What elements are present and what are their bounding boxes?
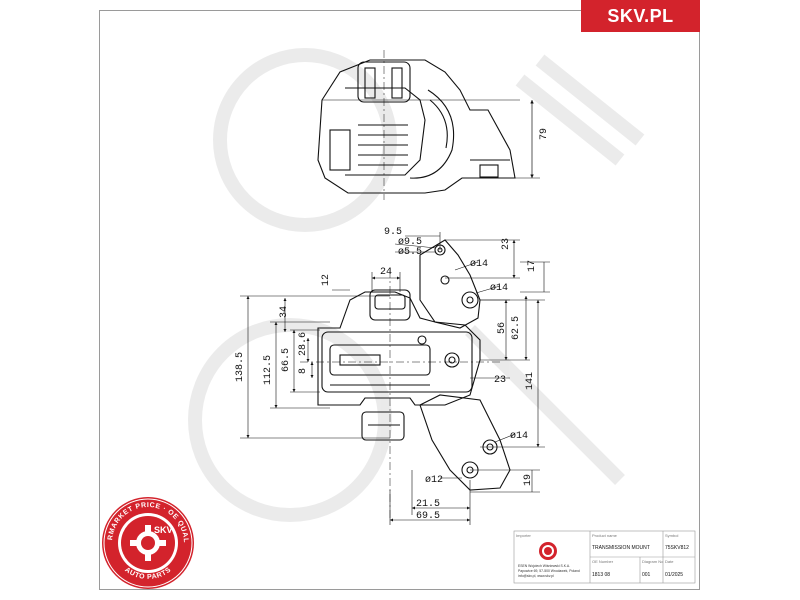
dim-141: 141 xyxy=(525,372,536,390)
dim-dia-14-b: ø14 xyxy=(490,283,508,294)
dim-dia-9-5: ø9.5 xyxy=(398,237,422,248)
date-value: 01/2025 xyxy=(665,572,683,578)
dim-138-5: 138.5 xyxy=(235,352,246,382)
dim-21-5: 21.5 xyxy=(416,499,440,510)
dim-69-5: 69.5 xyxy=(416,511,440,522)
seal-center-text: SKV xyxy=(154,525,173,535)
dim-56: 56 xyxy=(497,322,508,334)
dim-12: 12 xyxy=(321,274,332,286)
dim-28-6: 28.6 xyxy=(298,332,309,356)
dim-8: 8 xyxy=(298,368,309,374)
product-name: TRANSMISSION MOUNT xyxy=(592,545,650,551)
dim-23-mid: 23 xyxy=(494,375,506,386)
importer-line-1: ESEN Wojciech Wiśniewski S.K.A. xyxy=(518,564,570,568)
dim-dia-12: ø12 xyxy=(425,475,443,486)
dim-9-5-top: 9.5 xyxy=(384,227,402,238)
date-label: Date xyxy=(665,559,674,564)
importer-line-2: Papowice 69, 57-500 Wrocławek, Poland xyxy=(518,569,580,573)
dimension-labels: 9.5 ø9.5 ø5.5 23 ø14 17 24 12 ø14 34 56 … xyxy=(235,227,538,522)
title-block: Importer ESEN Wojciech Wiśniewski S.K.A.… xyxy=(513,530,696,584)
oe-number-value: 1813 08 xyxy=(592,572,610,578)
top-view xyxy=(317,50,540,200)
dim-62-5: 62.5 xyxy=(511,316,522,340)
quality-seal: AFTERMARKET PRICE · OE QUALITY · AUTO PA… xyxy=(102,497,194,589)
symbol-label: Symbol xyxy=(665,533,678,538)
importer-line-3: info@skv.pl, www.skv.pl xyxy=(518,574,554,578)
diagram-no-value: 001 xyxy=(642,572,651,578)
dim-dia-14-c: ø14 xyxy=(510,431,528,442)
dim-79-label: 79 xyxy=(539,128,550,140)
diagram-no-label: Diagram No xyxy=(642,559,664,564)
dim-112-5: 112.5 xyxy=(263,355,274,385)
product-name-label: Product name xyxy=(592,533,618,538)
dim-19: 19 xyxy=(523,474,534,486)
oe-number-label: OE Number xyxy=(592,559,614,564)
dimension-lines xyxy=(240,232,550,525)
drawing-frame xyxy=(99,10,700,590)
watermark xyxy=(188,48,645,522)
importer-label: Importer xyxy=(516,533,532,538)
dim-dia-5-5: ø5.5 xyxy=(398,247,422,258)
dim-dia-14-a: ø14 xyxy=(470,259,488,270)
brand-logo[interactable]: SKV.PL xyxy=(581,0,700,32)
importer-logo xyxy=(539,542,557,560)
dim-79: 79 xyxy=(530,100,550,178)
dim-24: 24 xyxy=(380,267,392,278)
dim-23-top: 23 xyxy=(501,238,512,250)
dim-17: 17 xyxy=(527,260,538,272)
symbol-value: 75SKV812 xyxy=(665,545,689,551)
dim-34: 34 xyxy=(279,306,290,318)
dim-66-5: 66.5 xyxy=(281,348,292,372)
